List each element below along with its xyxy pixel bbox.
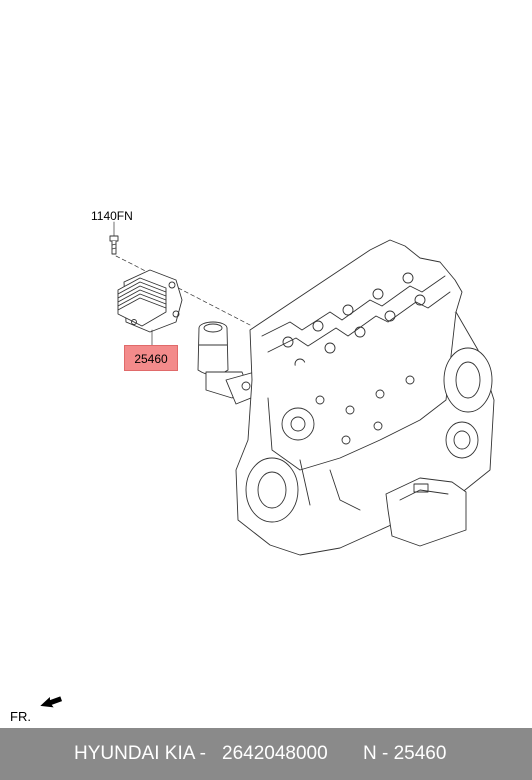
oil-cooler-part	[117, 269, 183, 346]
engine-exploded-diagram	[40, 221, 495, 708]
assembly-dash-line	[115, 255, 251, 326]
callout-oil-cooler-25460[interactable]: 25460	[124, 345, 178, 371]
front-direction-label: FR.	[10, 709, 31, 724]
part-info-footer: HYUNDAI KIA - 2642048000 N - 25460	[0, 728, 532, 780]
footer-reference: N - 25460	[363, 743, 447, 764]
oil-filter-housing	[197, 321, 267, 405]
footer-brand: HYUNDAI KIA -	[74, 743, 206, 764]
callout-bolt-1140fn: 1140FN	[91, 209, 133, 223]
front-direction-arrow-icon	[40, 696, 63, 708]
engine-block	[235, 239, 495, 556]
bolt-part	[109, 221, 119, 255]
footer-part-number: 2642048000	[222, 743, 328, 764]
